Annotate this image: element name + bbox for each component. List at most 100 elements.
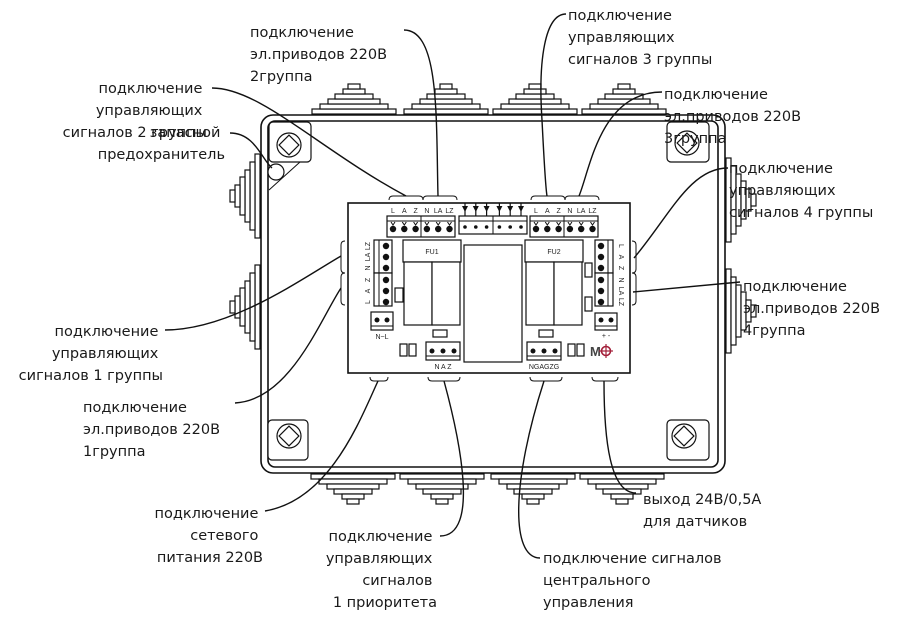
label-mains-power: подключение сетевого питания 220В xyxy=(154,506,263,566)
terminal-screw xyxy=(382,253,390,261)
terminal-label: LZ xyxy=(445,208,454,215)
terminal-screw xyxy=(597,264,605,272)
connector-brackets xyxy=(340,195,637,382)
leader-drive-group-2 xyxy=(403,29,439,197)
label-drive-group-3: подключение эл.приводов 220В 3группа xyxy=(664,87,806,147)
leader-signals-group-1 xyxy=(164,255,342,331)
left-cable-glands xyxy=(229,153,261,350)
leader-signals-group-3 xyxy=(540,13,567,197)
indicator xyxy=(408,343,417,357)
fu1-label: FU1 xyxy=(425,249,438,256)
terminal-pin xyxy=(484,225,489,229)
center-relay xyxy=(463,244,523,363)
leader-sensor-output xyxy=(603,380,637,494)
terminal-label: L xyxy=(534,208,538,215)
terminal-screw xyxy=(597,298,605,306)
callout-labels: подключение эл.приводов 220В 2группа под… xyxy=(19,8,885,611)
cable-gland xyxy=(310,473,396,505)
cable-gland xyxy=(399,473,485,505)
cable-gland xyxy=(403,83,489,115)
terminal-screw xyxy=(435,225,442,233)
label-drive-group-2: подключение эл.приводов 220В 2группа xyxy=(250,25,392,85)
terminal-label: N xyxy=(424,208,429,215)
terminal-label: LA xyxy=(365,252,372,261)
terminal-label: Z xyxy=(617,266,624,271)
fuse-fu2: FU2 xyxy=(524,239,593,338)
terminal-pin xyxy=(474,225,478,229)
sensor-terminal-label: + - xyxy=(602,333,611,340)
terminal-label: LZ xyxy=(365,241,372,250)
terminal-screw xyxy=(401,225,408,233)
terminal-screw xyxy=(555,225,562,233)
top-cable-glands xyxy=(311,83,667,115)
terminal-label: Z xyxy=(413,208,418,215)
label-sensor-output: выход 24В/0,5А для датчиков xyxy=(643,492,766,530)
terminal-pin xyxy=(508,225,512,229)
leader-spare-fuse xyxy=(229,132,273,169)
cable-gland xyxy=(581,83,667,115)
right-cable-glands xyxy=(725,157,757,354)
terminal-label: N xyxy=(365,265,372,270)
terminal-label: N xyxy=(617,277,624,282)
leader-mains-power xyxy=(264,380,379,512)
terminal-label: Z xyxy=(365,277,372,282)
svg-text:M: M xyxy=(590,344,601,359)
leader-central-control xyxy=(518,380,545,559)
cable-gland xyxy=(725,268,757,354)
central-terminal-label: NGAGZG xyxy=(529,364,559,371)
terminal-label: A xyxy=(402,208,407,215)
terminal-pin xyxy=(497,225,502,229)
label-signals-group-4: подключение управляющих сигналов 4 групп… xyxy=(729,161,873,221)
leader-lines xyxy=(164,13,741,559)
indicator xyxy=(567,343,576,357)
leader-signals-group-2 xyxy=(211,87,407,197)
terminal-label: LA xyxy=(577,208,586,215)
terminal-screw xyxy=(597,242,605,250)
enclosure xyxy=(260,114,726,474)
brand-logo: M xyxy=(590,344,613,359)
terminal-label: L xyxy=(617,244,624,248)
terminal-central-control: NGAGZG xyxy=(526,341,562,371)
leader-signals-group-4 xyxy=(633,167,729,259)
leader-priority-signals xyxy=(439,380,465,537)
terminal-sensor-output: + - xyxy=(594,312,618,340)
indicator xyxy=(399,343,408,357)
terminal-screw xyxy=(382,287,390,295)
terminal-screw xyxy=(532,225,540,233)
priority-terminal-label: N A Z xyxy=(434,364,452,371)
terminal-label: LA xyxy=(617,287,624,296)
terminal-screw xyxy=(566,225,574,233)
label-signals-group-3: подключение управляющих сигналов 3 групп… xyxy=(568,8,712,68)
terminal-screw xyxy=(423,225,431,233)
corner-screw-top-left xyxy=(267,121,312,191)
cable-gland xyxy=(229,264,261,350)
fu2-label: FU2 xyxy=(547,249,560,256)
cable-gland xyxy=(490,473,576,505)
terminal-block-signal-arrows xyxy=(458,203,528,235)
cable-gland xyxy=(311,83,397,115)
label-drive-group-4: подключение эл.приводов 220В 4группа xyxy=(743,279,885,339)
terminal-priority-naz: N A Z xyxy=(425,341,461,371)
label-spare-fuse: запасной предохранитель xyxy=(98,125,225,163)
terminal-label: L xyxy=(391,208,395,215)
corner-screw-bottom-right xyxy=(666,419,710,461)
cable-gland xyxy=(725,157,757,243)
terminal-screw xyxy=(544,225,551,233)
terminal-screw xyxy=(597,253,605,261)
label-signals-group-1: подключение управляющих сигналов 1 групп… xyxy=(19,324,163,384)
terminal-label: Z xyxy=(556,208,561,215)
terminal-screw xyxy=(412,225,419,233)
label-priority-signals: подключение управляющих сигналов 1 приор… xyxy=(326,529,437,611)
terminal-label: A xyxy=(365,288,372,293)
corner-screw-top-right xyxy=(666,121,710,163)
terminal-label: A xyxy=(545,208,550,215)
terminal-screw xyxy=(382,298,390,306)
terminal-label: N xyxy=(567,208,572,215)
terminal-pin xyxy=(519,225,523,229)
terminal-screw xyxy=(446,225,453,233)
terminal-label: LZ xyxy=(588,208,597,215)
